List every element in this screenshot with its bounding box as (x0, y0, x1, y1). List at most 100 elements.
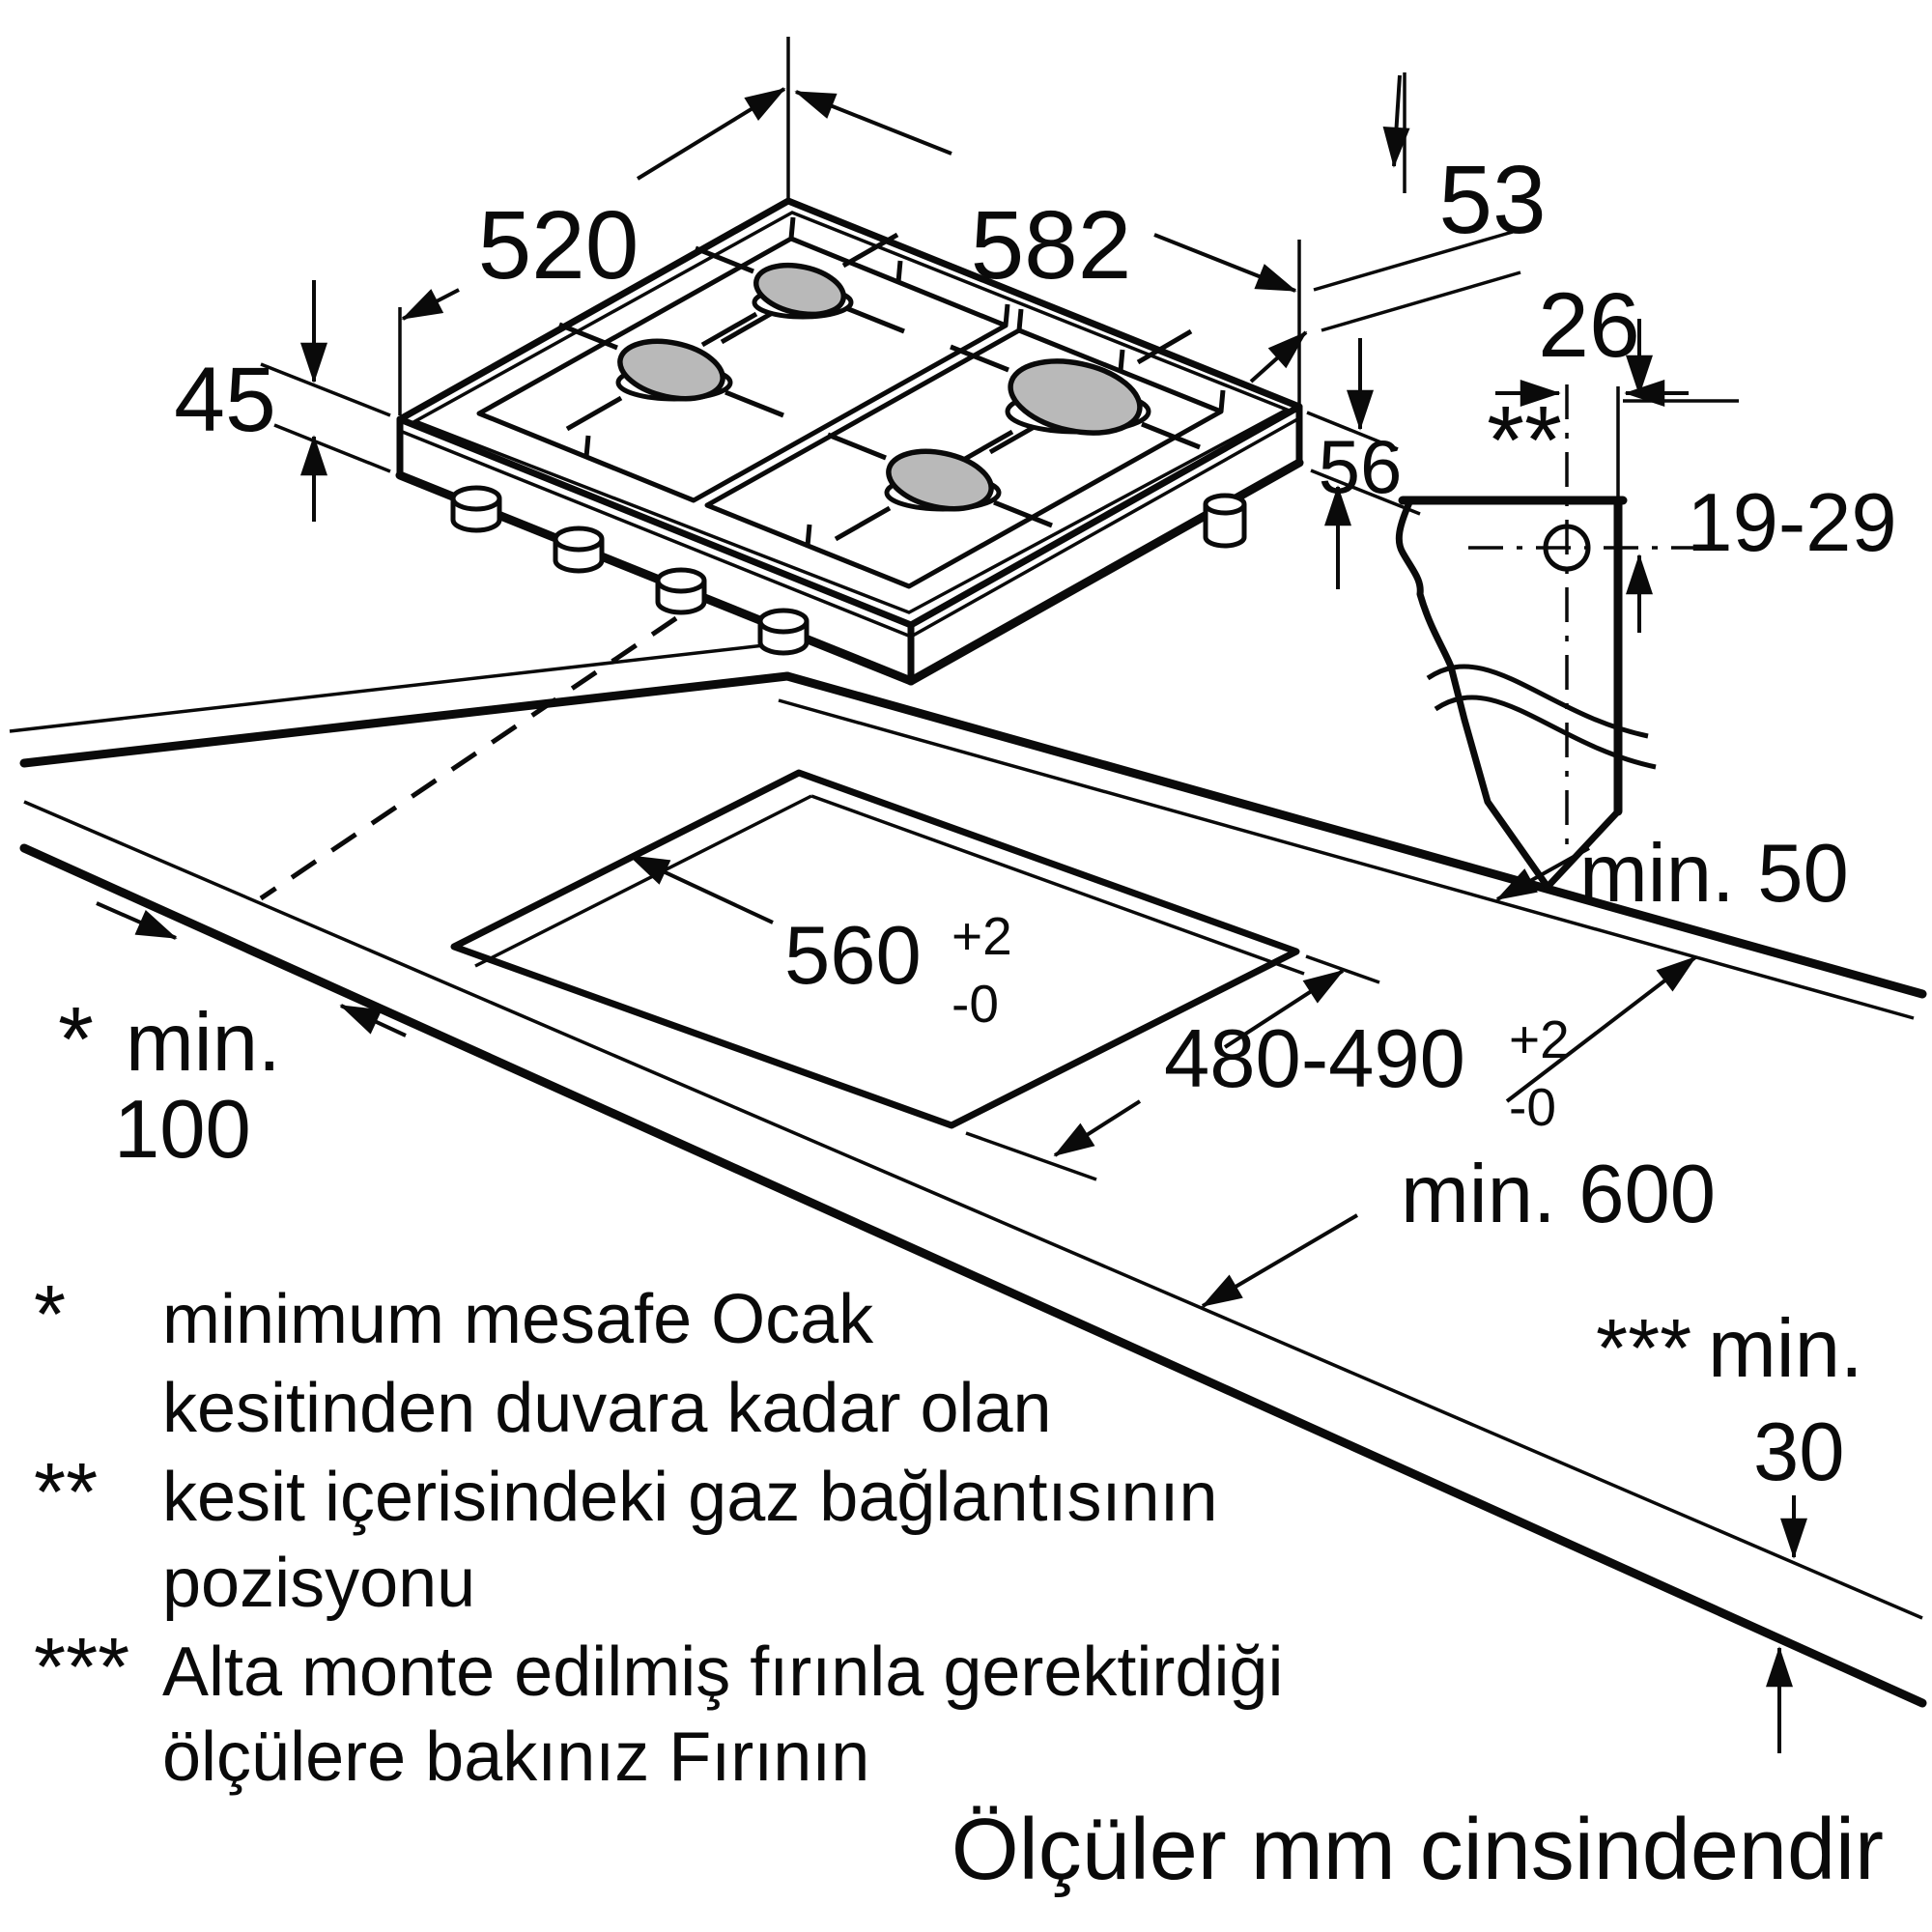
worktop-back-right-edge (782, 671, 1927, 999)
reference-line-b (1321, 270, 1521, 332)
dim582-arrow-right (1153, 233, 1297, 293)
reference-line-top (260, 362, 391, 417)
min30-value: 30 (1753, 1406, 1845, 1498)
min600-label: min. 600 (1401, 1149, 1716, 1240)
hob-height-value: 45 (174, 349, 276, 451)
dimension-hob-depth-520: 520 (398, 37, 790, 415)
edge-height-value: 53 (1438, 146, 1546, 254)
pan-support-frame-right (704, 327, 1224, 589)
knob-top (450, 485, 502, 512)
cutout-width-tol-plus: +2 (952, 906, 1012, 966)
dimension-min-front-clearance: *** min. 30 (1596, 1303, 1863, 1753)
dimension-edge-53: 53 (1249, 72, 1547, 384)
reference-line-a (1313, 230, 1514, 292)
hob-rim-inner-line (411, 211, 1292, 614)
knob-top (757, 608, 810, 635)
cutout-depth-arrow-lower (1053, 1099, 1142, 1157)
min100-label: min. (126, 997, 281, 1089)
note1-line1: minimum mesafe Ocak (162, 1281, 874, 1358)
projection-dashed-line (259, 615, 678, 901)
dimension-min-worktop-depth: min. 600 (1201, 955, 1716, 1308)
note2-marker: ** (34, 1447, 98, 1539)
dim53-arrow-down (1382, 74, 1410, 168)
cutout-inner-edge-right (810, 794, 1305, 976)
hob-trim-line-left (399, 429, 912, 639)
hob-depth-value: 520 (478, 191, 639, 299)
note3-marker: *** (34, 1622, 129, 1714)
min50-label: min. 50 (1579, 828, 1849, 920)
min100-value: 100 (114, 1084, 251, 1176)
extension-line (1305, 954, 1380, 984)
dimension-body-56: 56 (1306, 338, 1421, 589)
min100-arrow-upper (96, 901, 178, 940)
dimension-height-45: 45 (174, 280, 391, 522)
burner-cap (1008, 358, 1143, 436)
bracket-left-profile (1395, 497, 1551, 891)
min30-label: min. (1708, 1303, 1863, 1395)
break-lines (1426, 664, 1657, 770)
worktop-front-edge (23, 800, 1923, 1620)
burner-left (615, 338, 733, 402)
bracket-wedge-edge (1544, 808, 1622, 891)
cutout-depth-value: 480-490 (1164, 1013, 1465, 1105)
gas-marker: ** (1487, 386, 1562, 495)
control-knobs (450, 485, 810, 656)
reference-line-top (1306, 411, 1399, 451)
cutout-width-leader (628, 854, 774, 924)
note1-line2: kesitinden duvara kadar olan (162, 1370, 1052, 1447)
min30-marker: *** (1596, 1303, 1691, 1395)
gas-connection-detail: 26 ** 19-29 (1395, 274, 1897, 891)
extension-line (965, 1131, 1097, 1181)
dim53-arrow-up (1249, 330, 1308, 384)
dim582-arrow-left (794, 90, 952, 156)
reference-line-bottom (273, 423, 391, 473)
gas-offset-value: 26 (1538, 274, 1640, 377)
knob-top (553, 526, 605, 553)
min600-arrow-upper (1505, 955, 1697, 1103)
hob-isometric-view (395, 197, 1304, 686)
note2-line2: pozisyonu (162, 1545, 475, 1622)
gas-vertical-range-value: 19-29 (1687, 477, 1896, 569)
grate-finger-lines (558, 232, 1201, 542)
front-panel-line (19, 843, 1927, 1708)
dimension-cutout-width: 560 +2 -0 (628, 854, 1012, 1034)
min600-arrow-lower (1201, 1213, 1359, 1308)
burner-cap (753, 262, 847, 318)
burner-right-wok (1005, 358, 1151, 436)
cutout-depth-tol-minus: -0 (1509, 1077, 1556, 1137)
grate-tab-lines (583, 216, 1226, 547)
cutout-width-value: 560 (784, 910, 922, 1002)
hob-width-value: 582 (971, 191, 1132, 299)
burner-back (752, 262, 854, 320)
stub-body (1203, 504, 1247, 549)
footer-units-note: Ölçüler mm cinsindendir (952, 1802, 1884, 1898)
wall-line-back-right (778, 698, 1915, 1020)
dimension-min-back-clearance: min. 50 (1495, 828, 1849, 920)
body-height-value: 56 (1319, 424, 1403, 509)
knob-top (655, 567, 707, 594)
note3-line1: Alta monte edilmiş fırınla gerektirdiği (162, 1634, 1283, 1711)
cutout-inner-edge-left (474, 794, 812, 968)
footnotes: * minimum mesafe Ocak kesitinden duvara … (34, 1269, 1283, 1796)
dimension-cutout-depth: 480-490 +2 -0 (965, 954, 1570, 1181)
cutout-width-tol-minus: -0 (952, 974, 999, 1034)
note3-line2: ölçülere bakınız Fırının (162, 1719, 869, 1796)
min100-arrow-lower (339, 1004, 407, 1037)
wall-line-back-left (9, 642, 774, 733)
cutout-depth-arrow-upper (1223, 969, 1345, 1049)
reference-line-bottom (1310, 469, 1421, 516)
note1-marker: * (34, 1269, 66, 1361)
worktop-back-left-edge (19, 671, 792, 768)
stub-top (1203, 493, 1247, 516)
worktop-cutout-view (9, 615, 1927, 1708)
burner-front (884, 448, 1002, 512)
dimension-hob-width-582: 582 (794, 90, 1301, 406)
dim520-arrow-lower (401, 288, 460, 321)
hob-trim-line-right (910, 416, 1300, 639)
pan-support-frame-left (476, 236, 1009, 503)
dim520-arrow-upper (636, 87, 786, 181)
burner-cap (617, 338, 725, 402)
dimension-min-left-clearance: * min. 100 (58, 901, 407, 1176)
